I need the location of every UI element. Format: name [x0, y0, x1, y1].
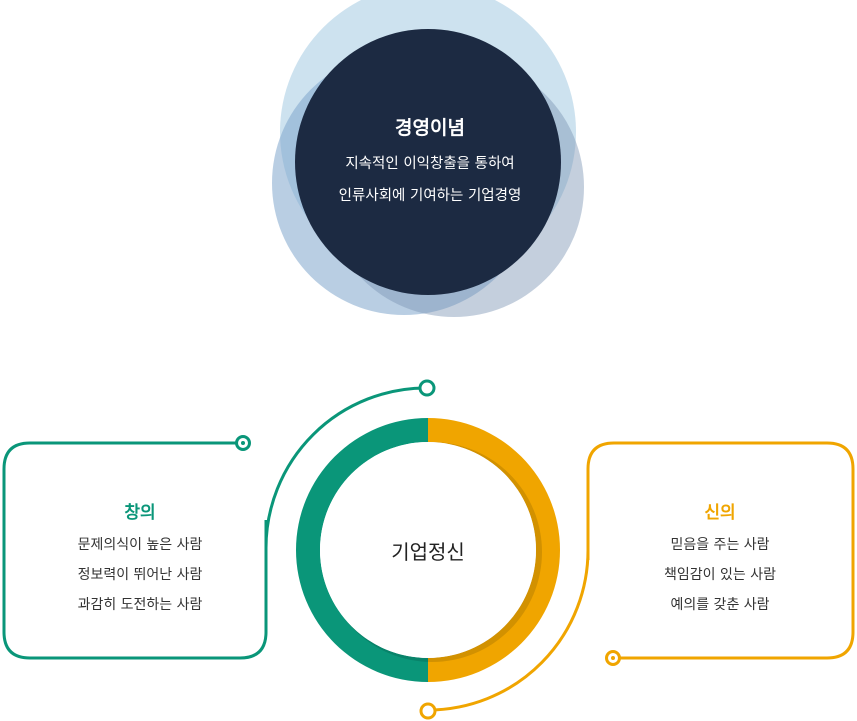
creativity-line-1: 문제의식이 높은 사람: [77, 537, 203, 553]
mission-line-2: 인류사회에 기여하는 기업경영: [338, 188, 522, 204]
creativity-line-2: 정보력이 뛰어난 사람: [77, 567, 203, 583]
creativity-line-3: 과감히 도전하는 사람: [77, 597, 203, 613]
creativity-box: [2, 441, 268, 660]
spirit-ring-green: [296, 418, 428, 682]
spirit-ring-orange: [428, 418, 560, 682]
trust-title: 신의: [704, 503, 736, 523]
trust-line-3: 예의를 갖춘 사람: [670, 597, 770, 613]
spirit-title: 기업정신: [391, 540, 465, 564]
trust-line-1: 믿음을 주는 사람: [670, 537, 770, 553]
mission-line-1: 지속적인 이익창출을 통하여: [345, 156, 515, 172]
creativity-arc-dot: [418, 379, 436, 397]
trust-line-2: 책임감이 있는 사람: [664, 567, 776, 583]
creativity-arc: [264, 386, 428, 549]
trust-arc-dot: [419, 702, 437, 720]
trust-box: [586, 441, 855, 660]
spirit-inner-circle: [320, 442, 536, 658]
trust-connector-dot-inner: [611, 656, 615, 660]
mission-core-circle: [295, 29, 561, 295]
mission-title: 경영이념: [395, 117, 465, 139]
trust-arc: [427, 547, 590, 712]
creativity-connector-dot-inner: [241, 441, 245, 445]
creativity-title: 창의: [124, 503, 156, 523]
